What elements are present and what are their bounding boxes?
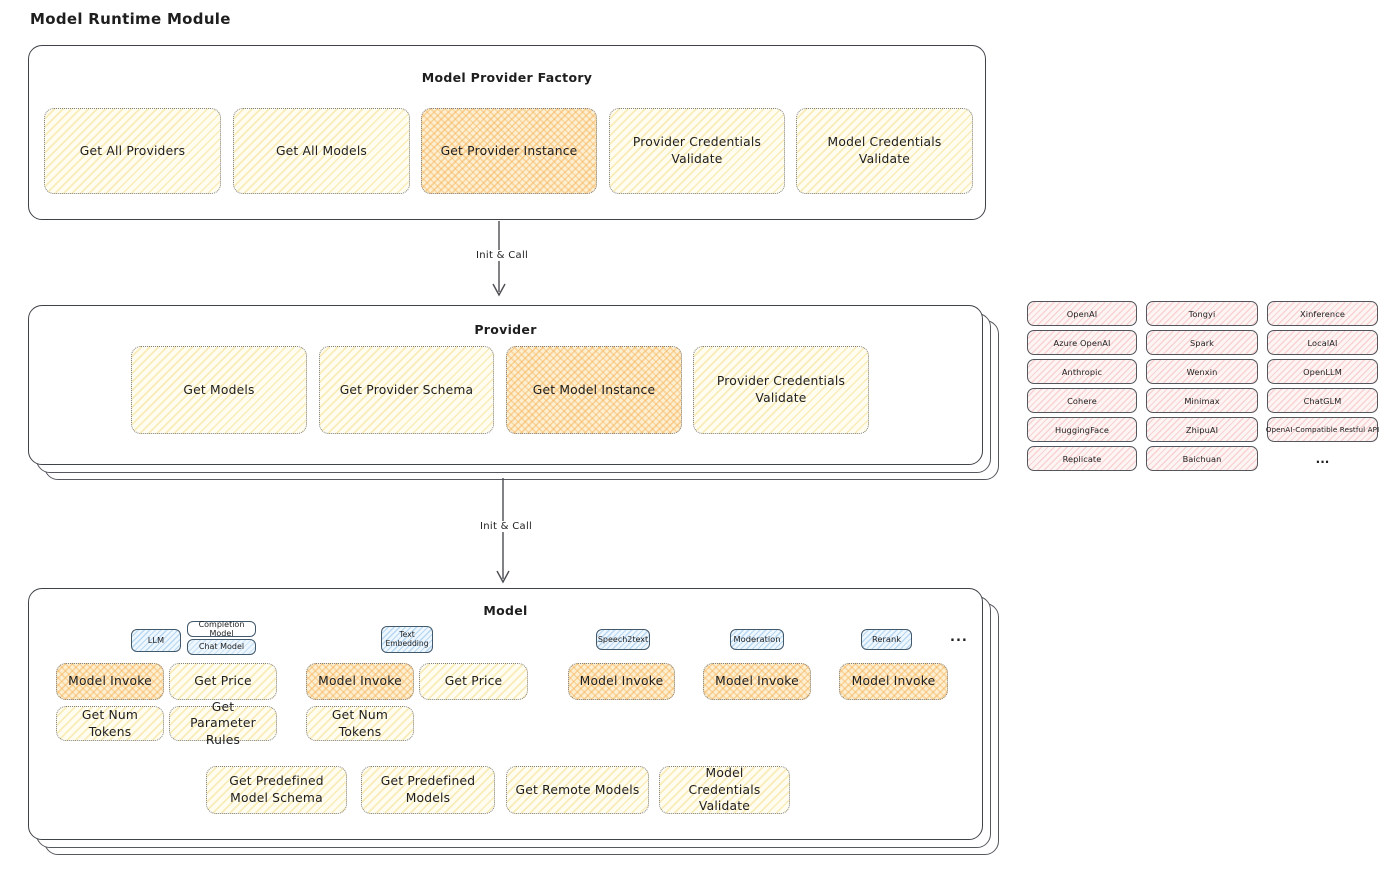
model-tag-text-embedding: Text Embedding [381,626,433,653]
model-tag-speech2text: Speech2text [596,629,650,650]
provider-panel: Provider Get Models Get Provider Schema … [28,305,983,465]
provider-chip-replicate: Replicate [1027,446,1137,471]
model-node-llm-get-price: Get Price [169,663,277,700]
factory-node-provider-credentials-validate: Provider Credentials Validate [609,108,785,194]
model-node-get-predefined-model-schema: Get Predefined Model Schema [206,766,347,814]
model-node-get-predefined-models: Get Predefined Models [361,766,495,814]
provider-chip-wenxin: Wenxin [1146,359,1258,384]
model-panel: Model LLM Completion Model Chat Model Te… [28,588,983,840]
model-tag-chat-model: Chat Model [187,639,256,655]
model-node-llm-get-num-tokens: Get Num Tokens [56,706,164,741]
factory-panel: Model Provider Factory Get All Providers… [28,45,986,220]
provider-node-get-model-instance: Get Model Instance [506,346,682,434]
model-node-text-embedding-model-invoke: Model Invoke [306,663,414,700]
provider-list: OpenAI Tongyi Xinference Azure OpenAI Sp… [1027,301,1379,471]
factory-panel-title: Model Provider Factory [421,70,593,85]
provider-chip-huggingface: HuggingFace [1027,417,1137,442]
model-node-text-embedding-get-price: Get Price [419,663,528,700]
provider-list-more: ... [1315,451,1330,466]
model-panel-title: Model [483,603,528,618]
provider-chip-openllm: OpenLLM [1267,359,1378,384]
provider-panel-title: Provider [474,322,537,337]
factory-node-get-all-providers: Get All Providers [44,108,221,194]
model-node-llm-model-invoke: Model Invoke [56,663,164,700]
provider-node-get-provider-schema: Get Provider Schema [319,346,494,434]
init-call-label-2: Init & Call [477,521,536,532]
factory-node-get-provider-instance: Get Provider Instance [421,108,597,194]
model-node-get-remote-models: Get Remote Models [506,766,649,814]
provider-chip-minimax: Minimax [1146,388,1258,413]
model-node-rerank-model-invoke: Model Invoke [839,663,948,700]
page-title: Model Runtime Module [30,10,231,28]
model-node-model-credentials-validate: Model Credentials Validate [659,766,790,814]
model-node-llm-get-parameter-rules: Get Parameter Rules [169,700,277,747]
model-tag-moderation: Moderation [730,629,784,650]
provider-chip-localai: LocalAI [1267,330,1378,355]
provider-chip-openai-compatible-restful-api: OpenAI-Compatible Restful API [1266,417,1379,442]
model-node-text-embedding-get-num-tokens: Get Num Tokens [306,706,414,741]
factory-node-get-all-models: Get All Models [233,108,410,194]
provider-chip-zhipuai: ZhipuAI [1146,417,1258,442]
provider-chip-anthropic: Anthropic [1027,359,1137,384]
provider-chip-openai: OpenAI [1027,301,1137,326]
provider-chip-spark: Spark [1146,330,1258,355]
model-tags-more: ... [950,630,968,645]
model-node-moderation-model-invoke: Model Invoke [703,663,811,700]
provider-chip-baichuan: Baichuan [1146,446,1258,471]
model-tag-llm: LLM [131,629,181,652]
provider-chip-chatglm: ChatGLM [1267,388,1378,413]
init-call-label-1: Init & Call [473,250,532,261]
model-tag-completion-model: Completion Model [187,620,256,638]
provider-chip-azure-openai: Azure OpenAI [1027,330,1137,355]
provider-chip-cohere: Cohere [1027,388,1137,413]
model-tag-rerank: Rerank [861,629,912,650]
model-node-speech2text-model-invoke: Model Invoke [568,663,675,700]
provider-chip-xinference: Xinference [1267,301,1378,326]
provider-chip-tongyi: Tongyi [1146,301,1258,326]
factory-node-model-credentials-validate: Model Credentials Validate [796,108,973,194]
provider-node-provider-credentials-validate: Provider Credentials Validate [693,346,869,434]
provider-node-get-models: Get Models [131,346,307,434]
